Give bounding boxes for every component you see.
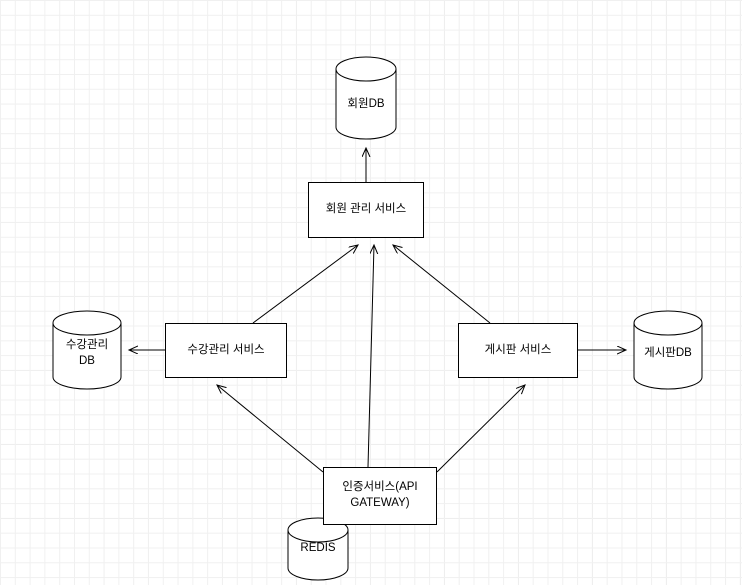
node-auth-service-label: 인증서비스(API GATEWAY): [342, 481, 418, 509]
cylinder-member-db: [335, 56, 397, 140]
node-auth-service[interactable]: 인증서비스(API GATEWAY): [323, 467, 437, 525]
edge-auth-service-to-member-service: [367, 245, 374, 468]
node-enrollment-service[interactable]: 수강관리 서비스: [165, 323, 287, 378]
edge-auth-service-to-board-service: [436, 385, 525, 473]
node-board-service-label: 게시판 서비스: [484, 343, 552, 356]
edge-board-service-to-member-service: [393, 245, 491, 324]
cylinder-board-db: [633, 310, 703, 390]
cylinder-redis: [287, 517, 349, 581]
edge-enrollment-service-to-member-service: [252, 245, 358, 324]
cylinder-enrollment-db: [52, 310, 122, 390]
node-board-service[interactable]: 게시판 서비스: [458, 323, 578, 378]
edge-auth-service-to-enrollment-service: [217, 385, 324, 473]
node-enrollment-service-label: 수강관리 서비스: [187, 343, 265, 356]
node-member-service-label: 회원 관리 서비스: [325, 203, 407, 216]
node-member-service[interactable]: 회원 관리 서비스: [308, 182, 424, 238]
